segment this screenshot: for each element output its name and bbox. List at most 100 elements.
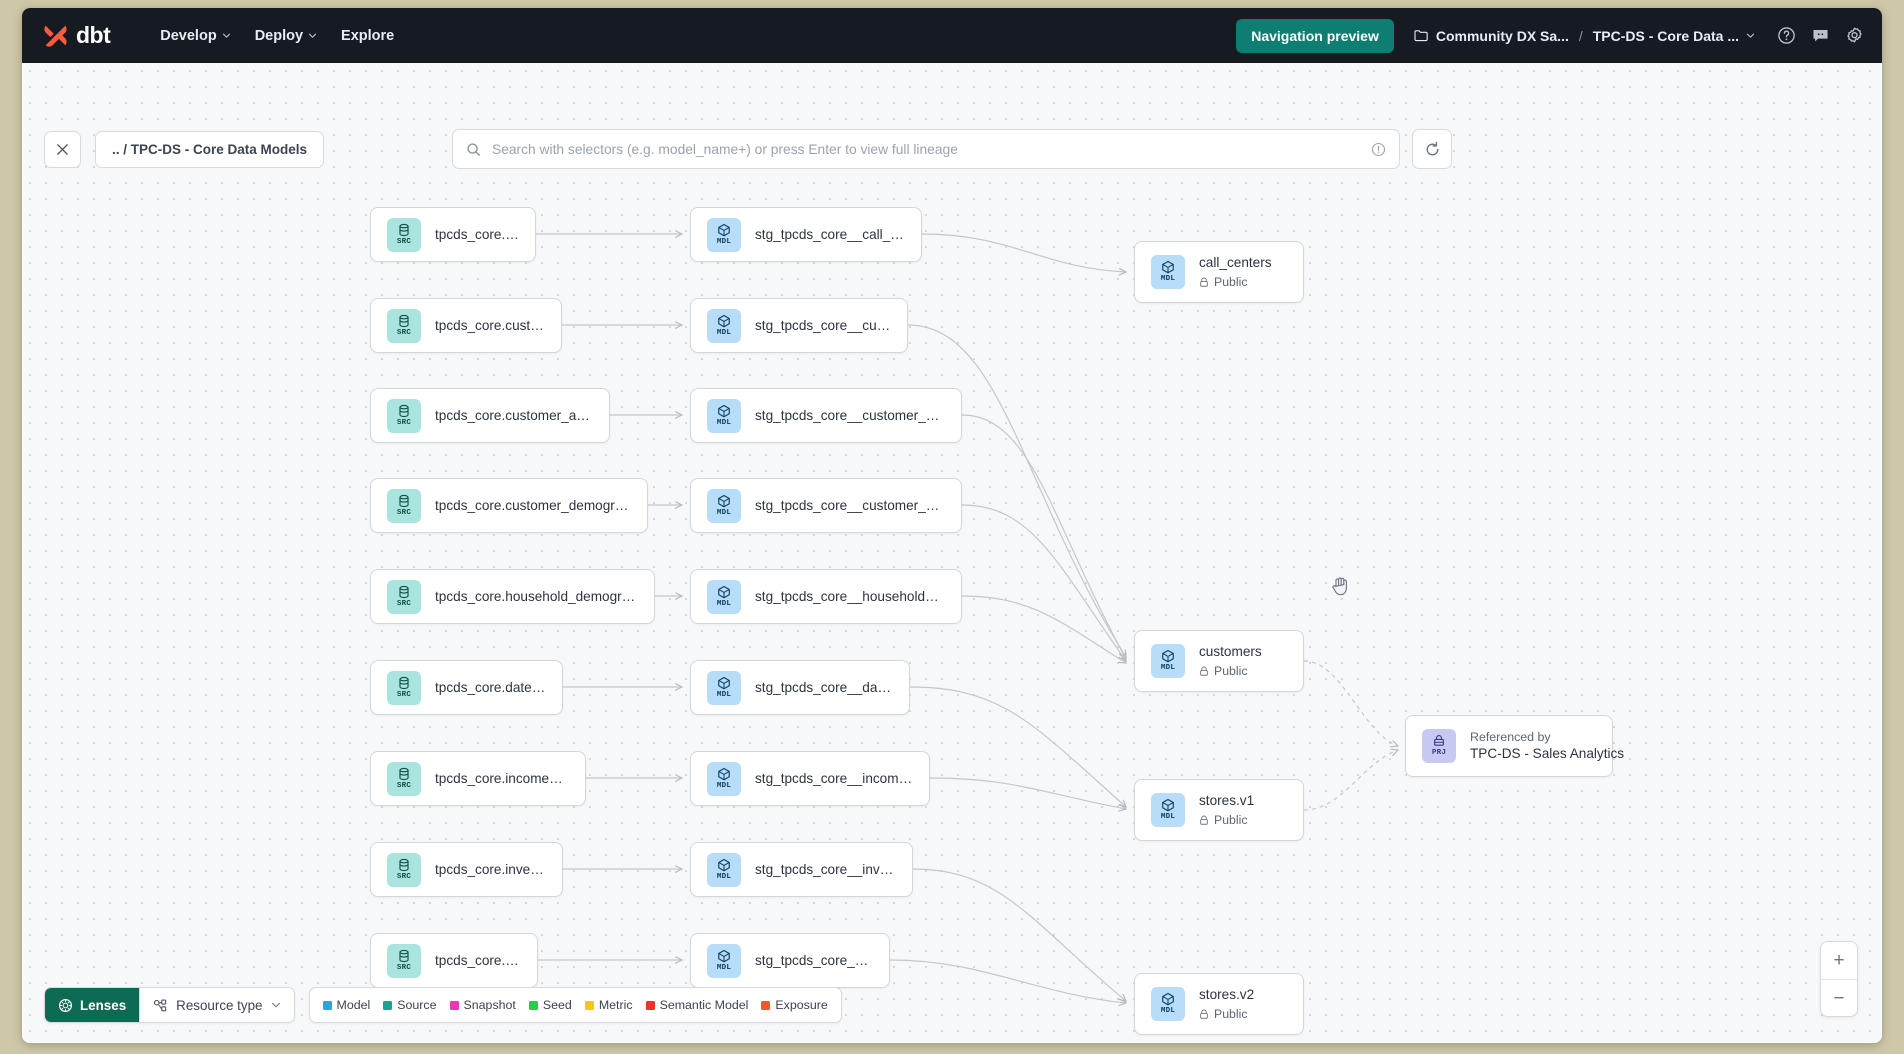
- lenses-button[interactable]: Lenses: [45, 988, 140, 1022]
- gear-icon[interactable]: [1845, 26, 1864, 45]
- nav-item-explore[interactable]: Explore: [329, 22, 406, 50]
- mdl-badge-icon: MDL: [707, 761, 741, 796]
- legend-item-metric[interactable]: Metric: [584, 998, 633, 1012]
- breadcrumb-account-label: Community DX Sa...: [1435, 27, 1569, 44]
- legend-swatch: [449, 1000, 459, 1010]
- legend-item-seed[interactable]: Seed: [528, 998, 572, 1012]
- close-icon: [57, 143, 68, 155]
- legend-label: Snapshot: [463, 998, 516, 1012]
- legend-swatch: [645, 1000, 655, 1010]
- legend-item-semantic-model[interactable]: Semantic Model: [645, 998, 748, 1012]
- node-title: stores.v1: [1199, 793, 1255, 808]
- node-access-label: Public: [1214, 813, 1248, 827]
- legend-item-snapshot[interactable]: Snapshot: [449, 998, 516, 1012]
- legend-item-model[interactable]: Model: [322, 998, 370, 1012]
- info-circle-icon[interactable]: [1371, 142, 1386, 157]
- legend-label: Metric: [598, 998, 633, 1012]
- zoom-out-button[interactable]: −: [1821, 979, 1857, 1016]
- node-access-label: Public: [1214, 275, 1248, 289]
- refresh-lineage-button[interactable]: [1412, 129, 1452, 169]
- lineage-node-src_customer_address[interactable]: SRC tpcds_core.customer_address: [370, 388, 610, 443]
- src-badge-icon: SRC: [387, 670, 421, 705]
- node-title: tpcds_core.customer_address: [435, 408, 593, 423]
- lineage-node-src_date_dim[interactable]: SRC tpcds_core.date_dim: [370, 660, 563, 715]
- top-icon-group: [1777, 26, 1864, 45]
- mdl-badge-icon: MDL: [707, 217, 741, 252]
- node-body: tpcds_core.customer: [435, 317, 545, 334]
- node-body: tpcds_core.household_demographics: [435, 588, 638, 605]
- lineage-node-mdl_stg_income_band[interactable]: MDL stg_tpcds_core__income_band: [690, 751, 930, 806]
- legend-swatch: [383, 1000, 393, 1010]
- node-title: call_centers: [1199, 255, 1272, 270]
- node-body: stg_tpcds_core__call_center: [755, 226, 905, 243]
- dbt-explore-app: dbt Develop Deploy Explore Navigation pr…: [22, 8, 1882, 1043]
- lock-icon: [1200, 815, 1208, 825]
- nav-item-develop-label: Develop: [160, 27, 217, 44]
- breadcrumb-chip[interactable]: .. / TPC-DS - Core Data Models: [95, 130, 325, 168]
- lineage-canvas[interactable]: .. / TPC-DS - Core Data Models: [22, 63, 1882, 1043]
- search-area: [452, 129, 1452, 169]
- nav-item-deploy[interactable]: Deploy: [243, 22, 329, 50]
- node-body: stg_tpcds_core__date_dim: [755, 679, 893, 696]
- node-body: stg_tpcds_core__income_band: [755, 770, 913, 787]
- node-body: stg_tpcds_core__store: [755, 952, 873, 969]
- breadcrumb-project[interactable]: TPC-DS - Core Data ...: [1593, 28, 1755, 44]
- top-navigation-bar: dbt Develop Deploy Explore Navigation pr…: [22, 8, 1882, 63]
- nav-item-develop[interactable]: Develop: [148, 22, 242, 50]
- prj-badge-icon: PRJ: [1422, 729, 1456, 763]
- nav-item-explore-label: Explore: [341, 27, 395, 44]
- feedback-icon[interactable]: [1811, 26, 1830, 45]
- legend-item-source[interactable]: Source: [383, 998, 437, 1012]
- lineage-subheader: .. / TPC-DS - Core Data Models: [22, 118, 1882, 180]
- help-circle-icon[interactable]: [1777, 26, 1796, 45]
- node-title: stores.v2: [1199, 987, 1255, 1002]
- navigation-preview-button[interactable]: Navigation preview: [1236, 18, 1394, 53]
- node-title: stg_tpcds_core__inventory: [755, 862, 896, 877]
- lineage-node-mdl_stg_household_demographics[interactable]: MDLstg_tpcds_core__household_demogr...: [690, 569, 962, 624]
- node-access-badge: Public: [1199, 274, 1272, 290]
- node-title: stg_tpcds_core__store: [755, 953, 873, 968]
- node-body: stg_tpcds_core__inventory: [755, 861, 896, 878]
- close-lineage-button[interactable]: [44, 130, 81, 168]
- chevron-down-icon: [308, 33, 317, 38]
- search-box[interactable]: [452, 129, 1400, 169]
- zoom-controls: + −: [1820, 941, 1858, 1017]
- legend-item-exposure[interactable]: Exposure: [761, 998, 828, 1012]
- node-title: stg_tpcds_core__date_dim: [755, 680, 893, 695]
- node-title: customers: [1199, 644, 1262, 659]
- zoom-in-button[interactable]: +: [1821, 942, 1857, 979]
- legend-swatch: [761, 1000, 771, 1010]
- search-input[interactable]: [492, 141, 1360, 157]
- node-title: tpcds_core.inventory: [435, 862, 546, 877]
- breadcrumb-account[interactable]: Community DX Sa...: [1414, 28, 1569, 44]
- lineage-node-mdl_stg_call_center[interactable]: MDL stg_tpcds_core__call_center: [690, 207, 922, 262]
- node-title: stg_tpcds_core__income_band: [755, 771, 913, 786]
- lenses-button-label: Lenses: [80, 997, 127, 1013]
- node-title: tpcds_core.date_dim: [435, 680, 546, 695]
- src-badge-icon: SRC: [387, 217, 421, 252]
- dbt-logo[interactable]: dbt: [42, 22, 111, 49]
- resource-type-button[interactable]: Resource type: [139, 988, 294, 1022]
- lineage-node-mdl_stg_customer_demographics[interactable]: MDLstg_tpcds_core__customer_demogra...: [690, 478, 962, 533]
- bottom-toolbar: Lenses Resource type Model Source Snapshot…: [44, 987, 842, 1023]
- src-badge-icon: SRC: [387, 398, 421, 433]
